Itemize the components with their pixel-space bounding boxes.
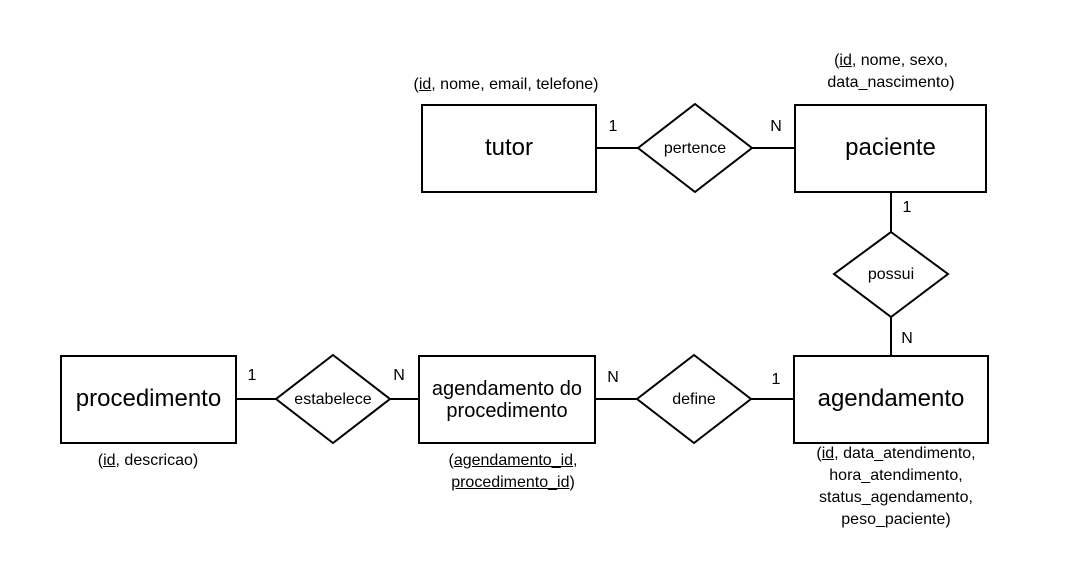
entity-agendamento-procedimento: agendamento do procedimento bbox=[418, 355, 596, 444]
attr-agendamento-line1: (id, data_atendimento, bbox=[816, 443, 975, 465]
card-procedimento-estabelece: 1 bbox=[247, 367, 257, 384]
attr-agproc-key2: procedimento_id bbox=[451, 474, 570, 491]
card-paciente-possui: 1 bbox=[902, 199, 912, 216]
entity-procedimento: procedimento bbox=[60, 355, 237, 444]
card-possui-agendamento: N bbox=[901, 330, 913, 347]
attr-agproc-line1: (agendamento_id, bbox=[449, 450, 578, 472]
attr-procedimento-rest: , descricao) bbox=[115, 452, 199, 469]
entity-tutor-label: tutor bbox=[484, 134, 534, 162]
card-agproc-define: N bbox=[607, 369, 619, 386]
attributes-paciente: (id, nome, sexo, data_nascimento) bbox=[827, 50, 954, 94]
attr-agproc-line2: procedimento_id) bbox=[449, 472, 578, 494]
entity-paciente-label: paciente bbox=[845, 134, 936, 162]
attr-paciente-open: ( bbox=[834, 52, 840, 69]
attributes-agendamento-procedimento: (agendamento_id, procedimento_id) bbox=[449, 450, 578, 494]
entity-procedimento-label: procedimento bbox=[75, 385, 222, 413]
entity-agproc-label-line2: procedimento bbox=[446, 399, 568, 422]
attr-paciente-line2: data_nascimento) bbox=[827, 74, 955, 91]
attributes-procedimento: (id, descricao) bbox=[98, 450, 198, 472]
entity-tutor: tutor bbox=[421, 104, 597, 193]
attributes-tutor: (id, nome, email, telefone) bbox=[414, 74, 599, 96]
rel-define-label: define bbox=[672, 391, 716, 408]
attr-agendamento-open: ( bbox=[816, 445, 822, 462]
attr-paciente-rest: , nome, sexo, bbox=[851, 52, 948, 69]
entity-agproc-label-line1: agendamento do bbox=[431, 377, 583, 400]
rel-estabelece-label: estabelece bbox=[294, 391, 372, 408]
attr-agendamento-rest: , data_atendimento, bbox=[834, 445, 976, 462]
card-define-agendamento: 1 bbox=[771, 371, 781, 388]
rel-possui-label: possui bbox=[867, 266, 915, 283]
attr-procedimento-open: ( bbox=[97, 452, 104, 469]
card-pertence-paciente: N bbox=[770, 118, 782, 135]
attr-tutor-key: id bbox=[418, 76, 432, 93]
attr-paciente-line1: (id, nome, sexo, bbox=[827, 50, 954, 72]
diamond-pertence bbox=[636, 102, 754, 194]
attr-agproc-open: ( bbox=[448, 452, 454, 469]
attributes-agendamento: (id, data_atendimento, hora_atendimento,… bbox=[816, 443, 975, 531]
card-estabelece-agproc: N bbox=[393, 367, 405, 384]
attr-agproc-rest2: ) bbox=[569, 474, 575, 491]
entity-agendamento-label: agendamento bbox=[817, 385, 965, 413]
rel-pertence-label: pertence bbox=[663, 140, 727, 157]
attr-procedimento-key: id bbox=[103, 452, 116, 469]
attr-tutor-rest: , nome, email, telefone) bbox=[431, 76, 599, 93]
diamond-possui bbox=[832, 230, 950, 319]
attr-agproc-key1: agendamento_id bbox=[453, 452, 574, 469]
attr-agproc-rest1: , bbox=[573, 452, 578, 469]
diamond-define bbox=[635, 353, 753, 445]
attr-agendamento-key: id bbox=[821, 445, 835, 462]
card-tutor-pertence: 1 bbox=[608, 118, 618, 135]
entity-agendamento: agendamento bbox=[793, 355, 989, 444]
entity-paciente: paciente bbox=[794, 104, 987, 193]
attr-agendamento-line3: status_agendamento, bbox=[819, 489, 973, 506]
attr-agendamento-line2: hora_atendimento, bbox=[829, 467, 963, 484]
attr-agendamento-line4: peso_paciente) bbox=[841, 511, 951, 528]
attr-paciente-key: id bbox=[839, 52, 852, 69]
diamond-estabelece bbox=[274, 353, 392, 445]
attr-tutor-open: ( bbox=[413, 76, 419, 93]
